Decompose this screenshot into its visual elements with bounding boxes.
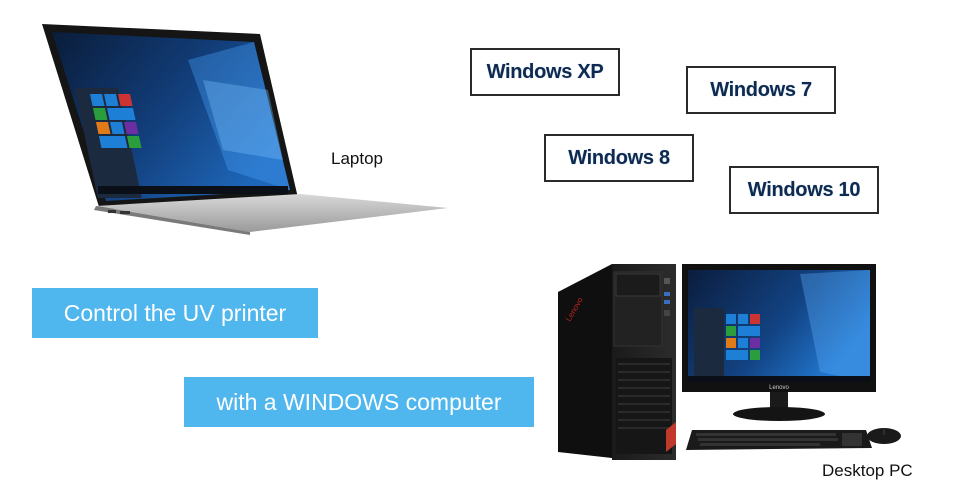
- monitor-image: Lenovo: [682, 264, 876, 421]
- os-badge-windows-8: Windows 8: [544, 134, 694, 182]
- keyboard-image: [686, 430, 872, 450]
- mouse-image: [867, 428, 901, 444]
- os-badge-windows-10: Windows 10: [729, 166, 879, 214]
- banner-windows-computer: with a WINDOWS computer: [184, 377, 534, 427]
- desktop-caption: Desktop PC: [822, 461, 913, 480]
- laptop-caption: Laptop: [331, 149, 383, 168]
- banner-control-printer: Control the UV printer: [32, 288, 318, 338]
- os-badge-windows-7: Windows 7: [686, 66, 836, 114]
- laptop-image: [42, 24, 448, 235]
- desktop-tower-image: Lenovo: [558, 264, 676, 460]
- os-badge-windows-xp: Windows XP: [470, 48, 620, 96]
- monitor-brand-logo: Lenovo: [769, 385, 789, 391]
